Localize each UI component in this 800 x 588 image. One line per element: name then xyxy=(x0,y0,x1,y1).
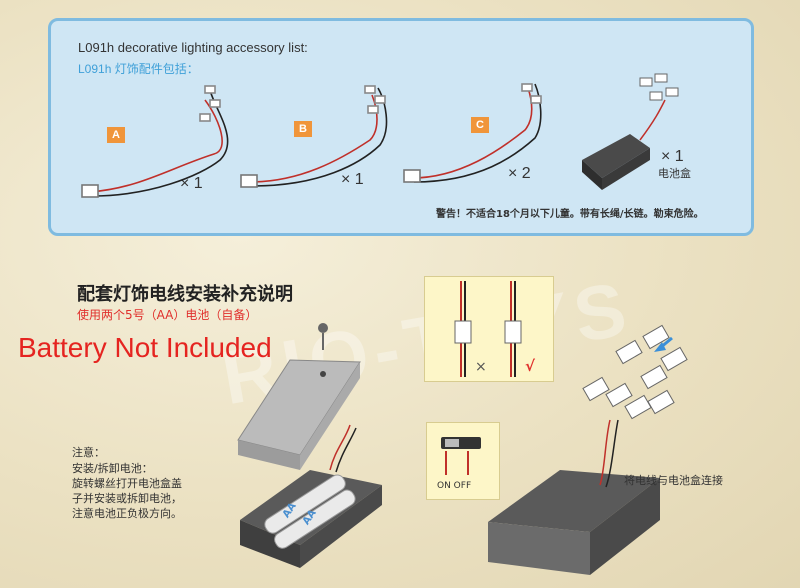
switch-inset: ON OFF xyxy=(426,422,500,500)
battery-requirement: 使用两个5号（AA）电池（自备） xyxy=(77,308,258,322)
switch-knob xyxy=(445,439,459,447)
battery-not-included-label: Battery Not Included xyxy=(18,332,272,363)
kit-c-quantity: × 2 xyxy=(508,165,531,182)
battery-case-lid-illustration xyxy=(237,359,361,470)
battery-case-base-illustration xyxy=(240,424,382,568)
install-title: 配套灯饰电线安装补充说明 xyxy=(77,284,293,305)
kit-b-quantity: × 1 xyxy=(341,171,364,188)
kit-tag-b: B xyxy=(294,121,312,137)
note-line-1: 注意： xyxy=(72,446,105,459)
light-kit-c-illustration xyxy=(403,83,542,183)
light-kit-b-illustration xyxy=(240,85,388,188)
connector-cluster-illustration xyxy=(582,324,688,420)
connect-instruction: 将电线与电池盒连接 xyxy=(624,474,723,487)
switch-label: ON OFF xyxy=(437,481,472,491)
accessory-title-cn: L091h 灯饰配件包括： xyxy=(78,62,199,76)
right-mark: √ xyxy=(525,357,536,375)
screw-icon xyxy=(318,323,328,350)
kit-tag-a: A xyxy=(107,127,125,143)
note-line-5: 注意电池正负极方向。 xyxy=(72,507,182,520)
battery-box-quantity: × 1 xyxy=(661,148,684,165)
note-line-3: 旋转螺丝打开电池盒盖 xyxy=(72,477,182,490)
switch-wire-red-2 xyxy=(467,451,469,475)
battery-box-label: 电池盒 xyxy=(658,167,691,180)
arrow-icon xyxy=(654,336,673,352)
switch-wire-red xyxy=(445,451,447,475)
warning-text: 警告！不适合18个月以下儿童。带有长绳/长链。勒束危险。 xyxy=(436,209,704,220)
connector-orientation-inset: × √ xyxy=(424,276,554,382)
wrong-mark: × xyxy=(475,359,487,375)
light-kit-a-illustration xyxy=(81,85,229,198)
accessory-panel xyxy=(48,18,754,236)
kit-tag-c: C xyxy=(471,117,489,133)
note-line-4: 子并安装或拆卸电池， xyxy=(72,492,182,505)
note-line-2: 安装/拆卸电池： xyxy=(72,462,153,475)
battery-box-illustration xyxy=(582,73,679,190)
accessory-title-en: L091h decorative lighting accessory list… xyxy=(78,40,308,55)
connector-plug-illustration xyxy=(454,281,522,377)
battery-case-right-illustration xyxy=(488,419,660,575)
